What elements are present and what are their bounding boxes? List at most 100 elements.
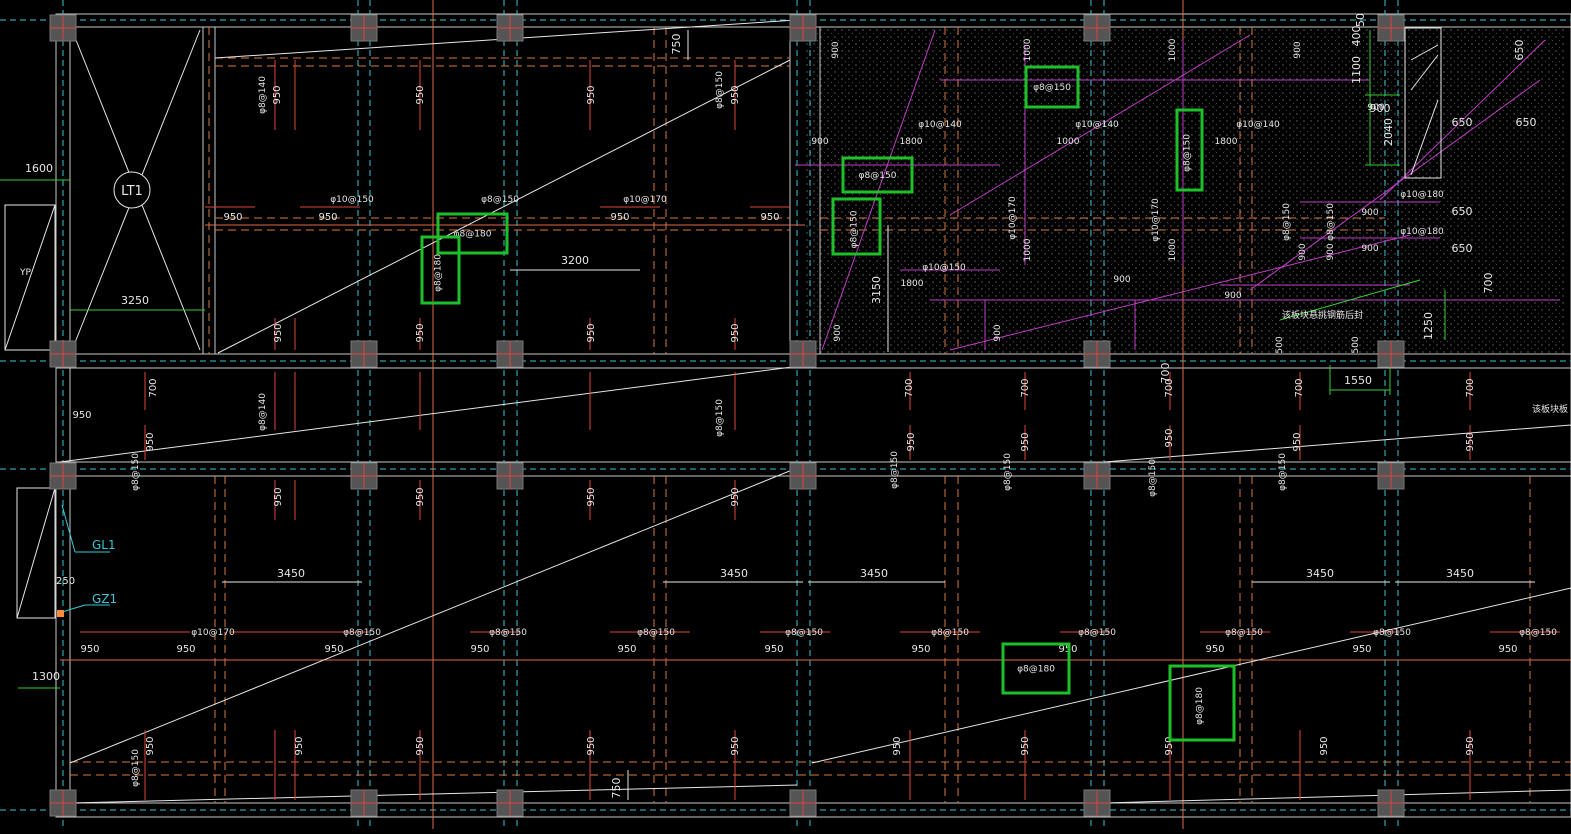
rebar-vertical-labels: φ8@140 φ8@150 φ8@140 φ8@150 φ8@150 φ8@150 φ8@1… — [131, 71, 1288, 787]
rebar-label: 1000 — [1023, 238, 1033, 261]
dim-label-horizontal: 950 — [1352, 644, 1371, 655]
dimension-value: 3450 — [277, 567, 305, 580]
highlight-label: φ8@180 — [1195, 687, 1205, 725]
rebar-label: 1000 — [1023, 38, 1033, 61]
dim-label-vertical: 950 — [273, 323, 284, 342]
dim-label-vertical: 700 — [1465, 378, 1476, 397]
rebar-label: φ8@150 — [715, 399, 725, 437]
dim-label-vertical: 950 — [273, 487, 284, 506]
dim-label-horizontal: 950 — [80, 644, 99, 655]
dim-label-vertical: 950 — [906, 432, 917, 451]
rebar-label: 900 — [1361, 208, 1378, 218]
highlight-box[interactable] — [1024, 65, 1080, 109]
highlight-box[interactable] — [1168, 664, 1236, 742]
rebar-label: φ8@140 — [258, 76, 268, 114]
rebar-label: φ8@150 — [1078, 628, 1116, 638]
dim-label-horizontal: 950 — [72, 410, 91, 421]
dim-label-vertical: 700 — [1164, 378, 1175, 397]
rebar-label: 500 — [1275, 336, 1285, 353]
dimension-value: 50 — [1354, 13, 1367, 27]
rebar-label: φ10@170 — [191, 628, 235, 638]
rebar-label: φ8@150 — [637, 628, 675, 638]
rebar-label: φ8@150 — [489, 628, 527, 638]
highlight-box[interactable] — [436, 212, 509, 255]
dim-label-vertical: 950 — [586, 487, 597, 506]
rebar-label: φ10@150 — [922, 263, 966, 273]
rebar-label: 900 — [1361, 244, 1378, 254]
rebar-label: φ8@150 — [131, 749, 141, 787]
rebar-label: 900 — [1113, 275, 1130, 285]
rebar-ticks — [80, 60, 1560, 800]
dim-label-vertical: 950 — [294, 736, 305, 755]
dim-label-horizontal: 950 — [470, 644, 489, 655]
dim-label-horizontal: 950 — [176, 644, 195, 655]
dim-label-vertical: 950 — [1465, 736, 1476, 755]
rebar-label: φ8@150 — [131, 453, 141, 491]
highlight-label: φ8@180 — [434, 254, 444, 292]
green-dimensions — [0, 30, 1446, 689]
rebar-label: φ8@150 — [1326, 203, 1336, 241]
rebar-label: 1000 — [1057, 137, 1080, 147]
dim-label-vertical: 950 — [415, 85, 426, 104]
rebar-label: 1800 — [901, 279, 924, 289]
highlight-box[interactable] — [1175, 108, 1204, 192]
dim-label-vertical: 950 — [586, 85, 597, 104]
highlight-label: φ8@150 — [1033, 83, 1071, 93]
rebar-label: 1800 — [900, 137, 923, 147]
dim-label-horizontal: 950 — [764, 644, 783, 655]
dim-label-vertical: 950 — [145, 432, 156, 451]
rebar-label: φ8@140 — [258, 393, 268, 431]
rebar-label: φ8@150 — [1282, 203, 1292, 241]
dim-1600: 1600 — [25, 162, 53, 175]
highlight-box[interactable] — [831, 197, 882, 256]
red-vertical-labels: 950 950 950 950 950 950 950 950 950 950 950 950 950 9… — [145, 85, 1476, 755]
rebar-label: φ8@150 — [890, 451, 900, 489]
stair-label: LT1 — [121, 184, 143, 199]
rebar-label: 900 — [811, 137, 828, 147]
rebar-label: φ10@180 — [1400, 227, 1444, 237]
rebar-label: 1800 — [1215, 137, 1238, 147]
rebar-label: 900 — [1367, 103, 1384, 113]
dim-label-vertical: 950 — [1292, 432, 1303, 451]
highlight-label: φ8@150 — [1183, 134, 1193, 172]
dim-label-vertical: 950 — [415, 736, 426, 755]
rebar-label: φ10@170 — [1008, 196, 1018, 240]
rebar-label: φ8@150 — [785, 628, 823, 638]
rebar-label: 1000 — [1168, 238, 1178, 261]
rebar-label: 500 — [1351, 336, 1361, 353]
stair-lt1 — [71, 29, 201, 351]
rebar-label: 900 — [993, 324, 1003, 341]
rebar-label: φ10@140 — [1075, 120, 1119, 130]
rebar-label: 900 — [1293, 41, 1303, 58]
red-horizontal-labels: 950 950 950 950 950 950 950 950 950 950 950 950 950 9… — [72, 212, 1517, 655]
dim-label-horizontal: 950 — [911, 644, 930, 655]
rebar-label: φ10@150 — [330, 195, 374, 205]
dim-label-horizontal: 950 — [324, 644, 343, 655]
dimension-value: 650 — [1452, 116, 1473, 129]
dim-label-horizontal: 950 — [617, 644, 636, 655]
dimension-value: 3450 — [860, 567, 888, 580]
dim-label-vertical: 950 — [730, 736, 741, 755]
dim-label-vertical: 950 — [1164, 736, 1175, 755]
dimension-value: 700 — [1159, 363, 1172, 384]
edge-note: 该板块板 — [1532, 403, 1568, 415]
gl1-label: GL1 — [92, 538, 116, 552]
dimension-value: 3450 — [1306, 567, 1334, 580]
highlight-box[interactable] — [420, 235, 461, 305]
dimension-value: 3450 — [720, 567, 748, 580]
dim-label-vertical: 700 — [148, 378, 159, 397]
highlight-box[interactable] — [1001, 642, 1071, 695]
highlight-label: φ8@150 — [859, 171, 897, 181]
dim-label-horizontal: 950 — [223, 212, 242, 223]
dim-label-horizontal: 950 — [1498, 644, 1517, 655]
dim-label-horizontal: 950 — [318, 212, 337, 223]
highlight-box[interactable] — [841, 156, 914, 194]
dimension-value: 750 — [670, 34, 683, 55]
dim-label-vertical: 950 — [1319, 736, 1330, 755]
rebar-label: φ8@150 — [1148, 459, 1158, 497]
dimension-value: 750 — [610, 778, 623, 799]
